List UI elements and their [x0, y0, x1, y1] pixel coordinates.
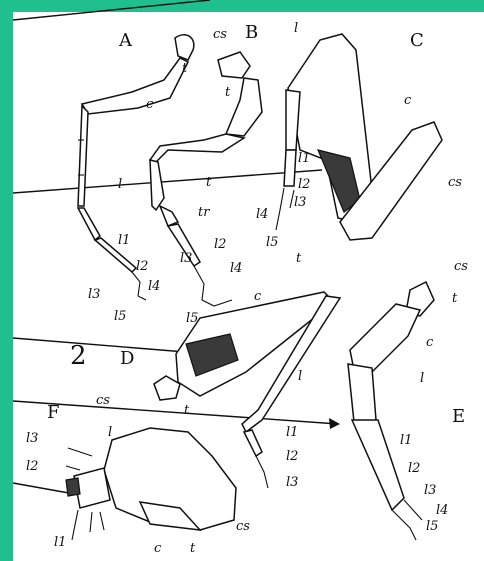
label-f-l1: l1 [54, 535, 66, 550]
label-a-l3: l3 [88, 287, 100, 302]
label-a-l2: l2 [136, 259, 148, 274]
label-c-l: l [294, 21, 298, 36]
label-b-l2: l2 [214, 237, 226, 252]
label-c-l1: l1 [298, 151, 310, 166]
label-c-cs: cs [448, 175, 462, 190]
leg-e [348, 282, 434, 540]
label-e-l3: l3 [424, 483, 436, 498]
arrowhead-icon [329, 418, 340, 429]
label-e-l5: l5 [426, 519, 438, 534]
label-c-c: c [404, 93, 412, 108]
panel-label-a: A [118, 30, 133, 51]
label-a-l5: l5 [114, 309, 126, 324]
label-d-l3: l3 [286, 475, 298, 490]
label-f-t: t [190, 541, 196, 556]
label-e-l: l [420, 371, 424, 386]
label-b-tr: tr [198, 205, 210, 220]
label-e-l4: l4 [436, 503, 448, 518]
label-e-cs: cs [454, 259, 468, 274]
label-b-l3: l3 [180, 251, 192, 266]
label-a-l4: l4 [148, 279, 160, 294]
label-d-l: l [298, 369, 302, 384]
label-e-l2: l2 [408, 461, 420, 476]
label-b-cs: cs [213, 27, 227, 42]
label-d-t: t [184, 403, 190, 418]
label-b-l4: l4 [230, 261, 242, 276]
label-f-l: l [108, 425, 112, 440]
pointer-line-4 [13, 401, 338, 424]
label-f-l2: l2 [26, 459, 38, 474]
label-b-l5: l5 [186, 311, 198, 326]
label-c-l3: l3 [294, 195, 306, 210]
pointer-line-1 [13, 0, 210, 20]
label-c-t: t [296, 251, 302, 266]
label-a-t: t [182, 61, 188, 76]
label-d-l2: l2 [286, 449, 298, 464]
panel-label-c: C [410, 30, 424, 51]
label-c-l-pointer: l [118, 177, 122, 192]
label-f-l3: l3 [26, 431, 38, 446]
panel-label-e: E [452, 406, 465, 427]
label-b-t: t [225, 85, 231, 100]
leg-f [66, 428, 236, 540]
label-f-c: c [154, 541, 162, 556]
label-e-t: t [452, 291, 458, 306]
label-d-c: c [254, 289, 262, 304]
label-e-c: c [426, 335, 434, 350]
panel-label-d: D [120, 348, 134, 369]
label-c-l5: l5 [266, 235, 278, 250]
figure-number: 2 [70, 341, 87, 371]
label-c-l4: l4 [256, 207, 268, 222]
label-a-l1: l1 [118, 233, 130, 248]
label-b-tt: t [206, 175, 212, 190]
label-c-l2: l2 [298, 177, 310, 192]
label-d-l1: l1 [286, 425, 298, 440]
label-a-c: c [146, 97, 154, 112]
label-f-cs: cs [236, 519, 250, 534]
panel-label-f: F [47, 402, 60, 423]
pointer-line-2 [13, 170, 322, 193]
label-d-cs: cs [96, 393, 110, 408]
label-e-l1: l1 [400, 433, 412, 448]
panel-label-b: B [245, 22, 258, 43]
